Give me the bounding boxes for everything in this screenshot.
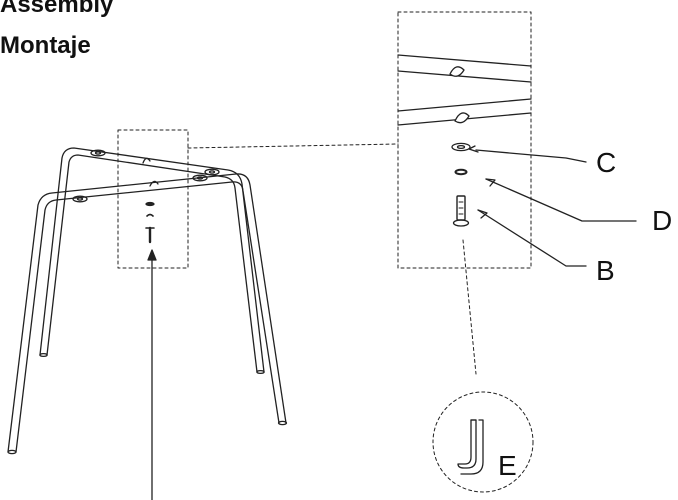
title-assembly: Assembly — [0, 0, 114, 18]
bolt — [452, 195, 470, 227]
lock-washer — [454, 168, 468, 176]
callout-label-d: D — [652, 205, 672, 236]
wrench-connector — [462, 239, 477, 375]
detail-box-small — [117, 129, 189, 269]
chair-base-frame — [7, 147, 288, 455]
callout-leaders — [468, 145, 637, 267]
allen-wrench-icon — [457, 419, 484, 475]
enlarged-frame-bars — [397, 54, 532, 126]
bottom-arrow — [147, 249, 157, 500]
callout-label-e: E — [498, 450, 517, 481]
detail-box-enlarged — [397, 11, 532, 269]
callout-label-b: B — [596, 255, 615, 286]
detail-connector — [187, 143, 399, 149]
small-hardware-stack — [145, 201, 155, 244]
washer — [451, 142, 471, 152]
wrench-inset-circle — [432, 391, 534, 493]
callout-label-c: C — [596, 147, 616, 178]
title-montaje: Montaje — [0, 32, 91, 59]
